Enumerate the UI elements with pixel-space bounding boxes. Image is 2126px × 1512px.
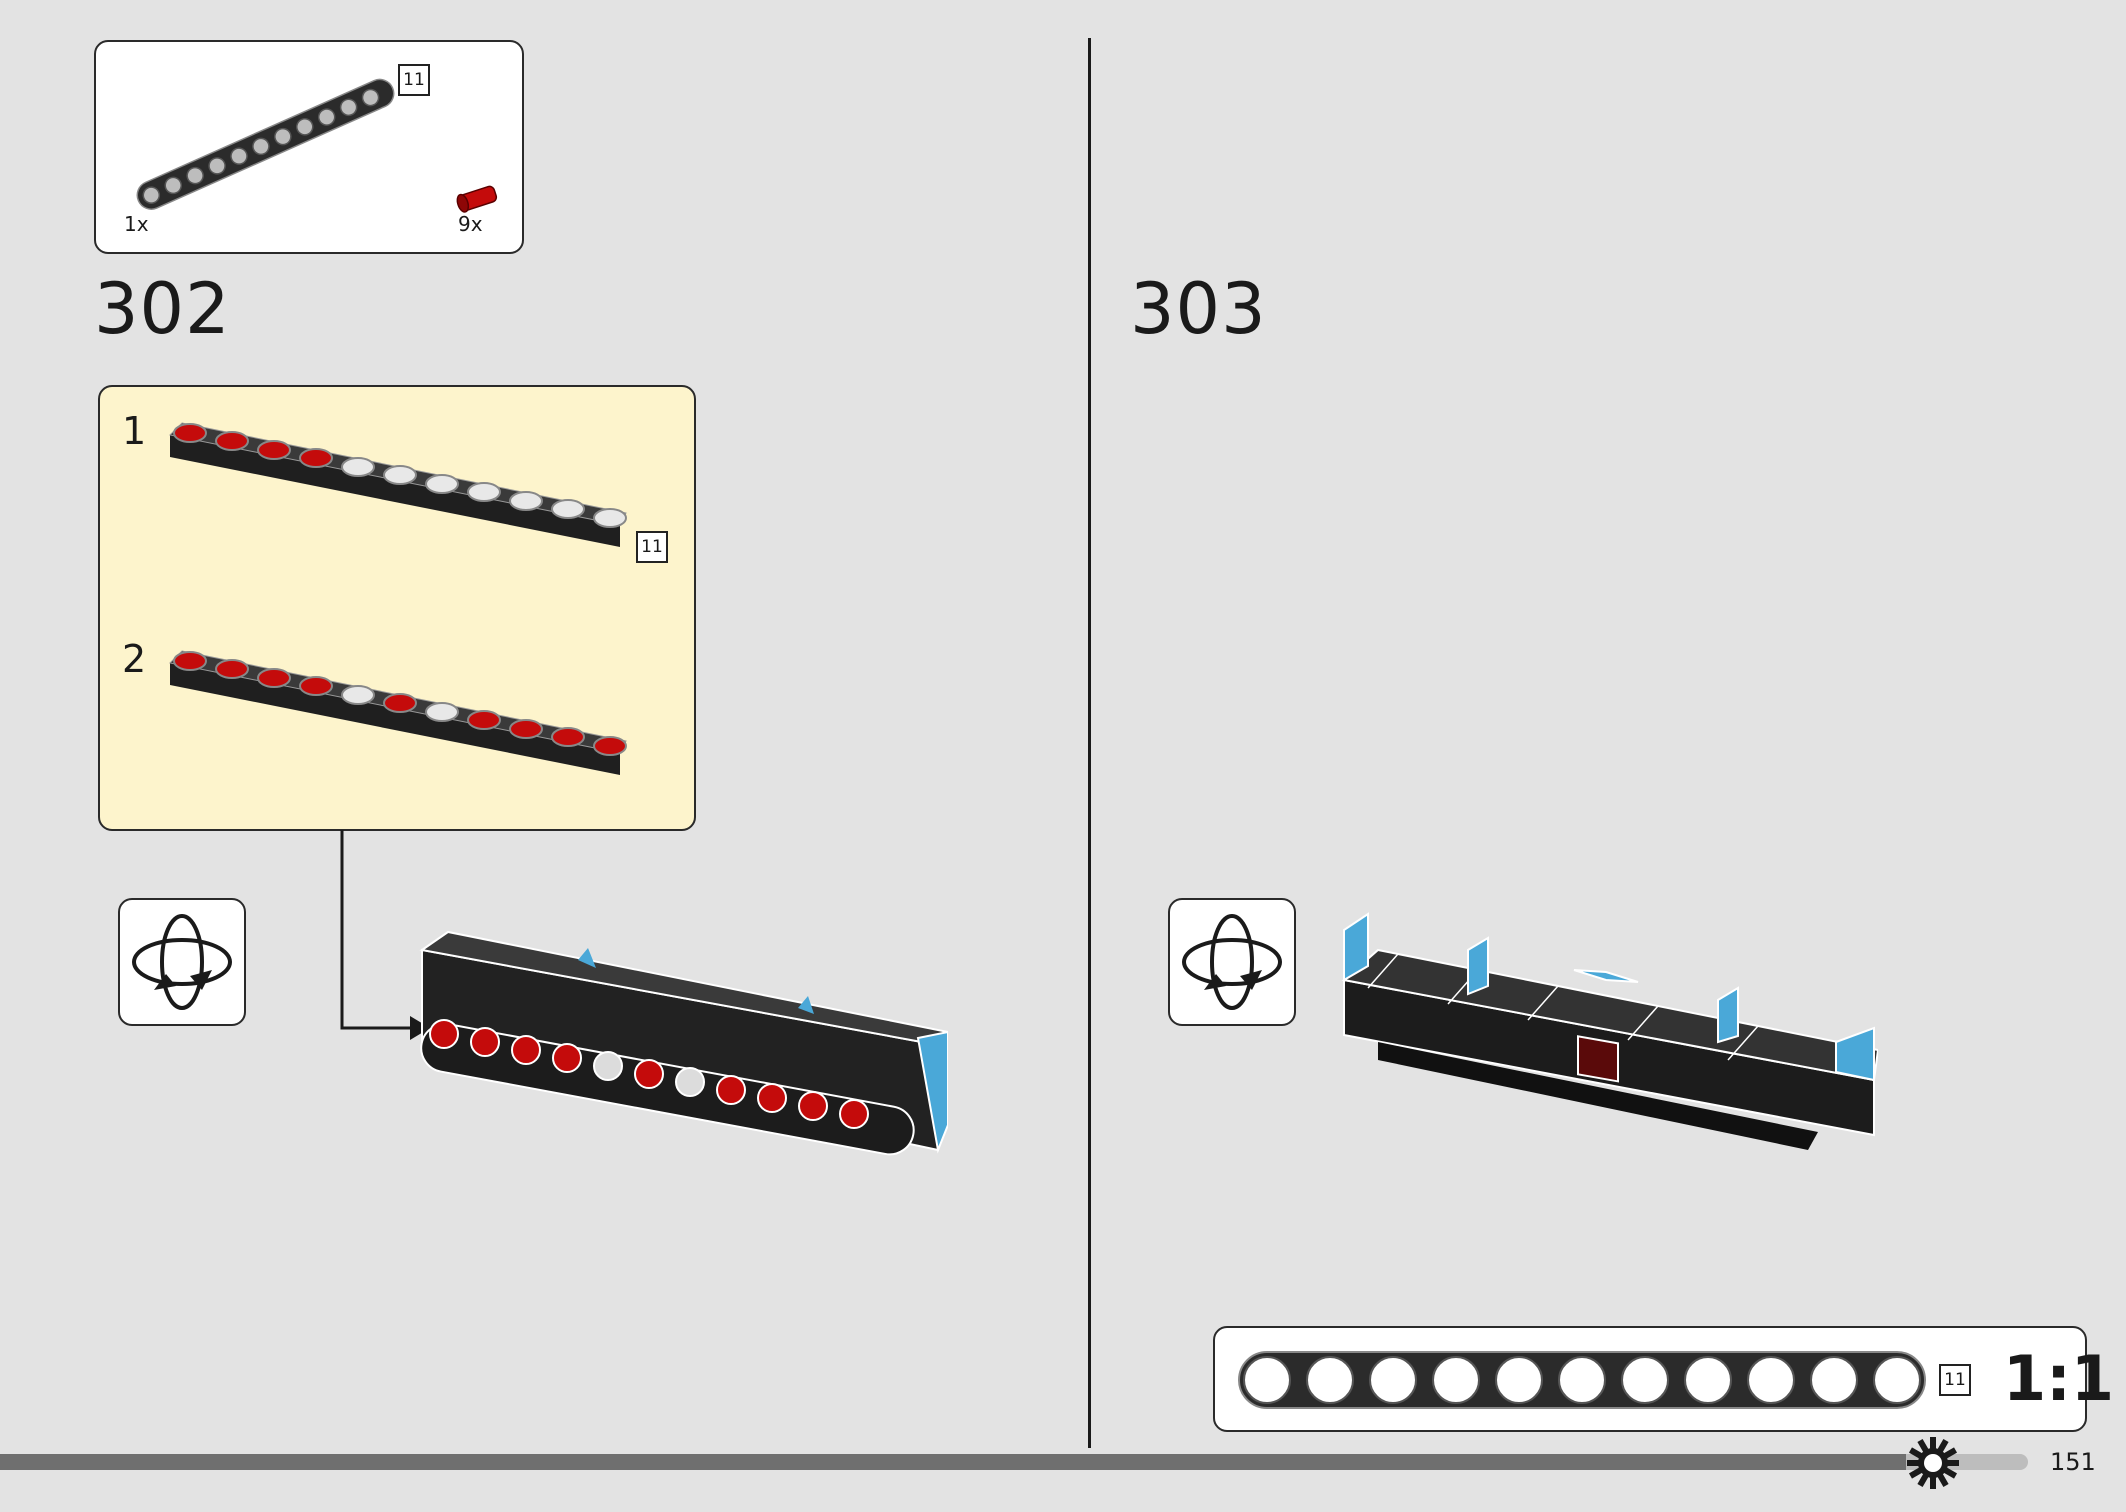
sub-step-2-number: 2 [122, 637, 147, 681]
step-number-302: 302 [94, 268, 231, 350]
sub-step-2-beam-image [168, 650, 627, 775]
red-pin-part-image [456, 185, 498, 213]
submodel-callout: 1 11 2 [98, 385, 696, 831]
step-302-model-image [419, 930, 948, 1156]
page-number: 151 [2050, 1448, 2096, 1476]
beam-quantity: 1x [124, 212, 149, 236]
rotate-model-icon [118, 898, 246, 1026]
scale-label: 1:1 [2003, 1342, 2115, 1415]
progress-fill [0, 1454, 1907, 1470]
beam-11-part-image [136, 78, 395, 210]
sub-step-1-beam-image [168, 422, 627, 547]
gear-icon [1907, 1437, 1959, 1489]
sub-step-beam-length-tag: 11 [636, 531, 668, 563]
step-303-model-image [1341, 912, 1878, 1150]
page-divider [1088, 38, 1091, 1448]
callout-arrow [340, 830, 430, 1040]
beam-length-tag: 11 [398, 64, 430, 96]
pin-quantity: 9x [458, 212, 483, 236]
step-number-303: 303 [1130, 268, 1267, 350]
scale-reference: 11 1:1 [1213, 1326, 2114, 1432]
scale-beam-image [1238, 1351, 1926, 1409]
parts-list: 11 1x 9x [94, 40, 524, 254]
sub-step-1-number: 1 [122, 409, 147, 453]
scale-beam-length-tag: 11 [1939, 1364, 1971, 1396]
rotate-model-icon-2 [1168, 898, 1296, 1026]
